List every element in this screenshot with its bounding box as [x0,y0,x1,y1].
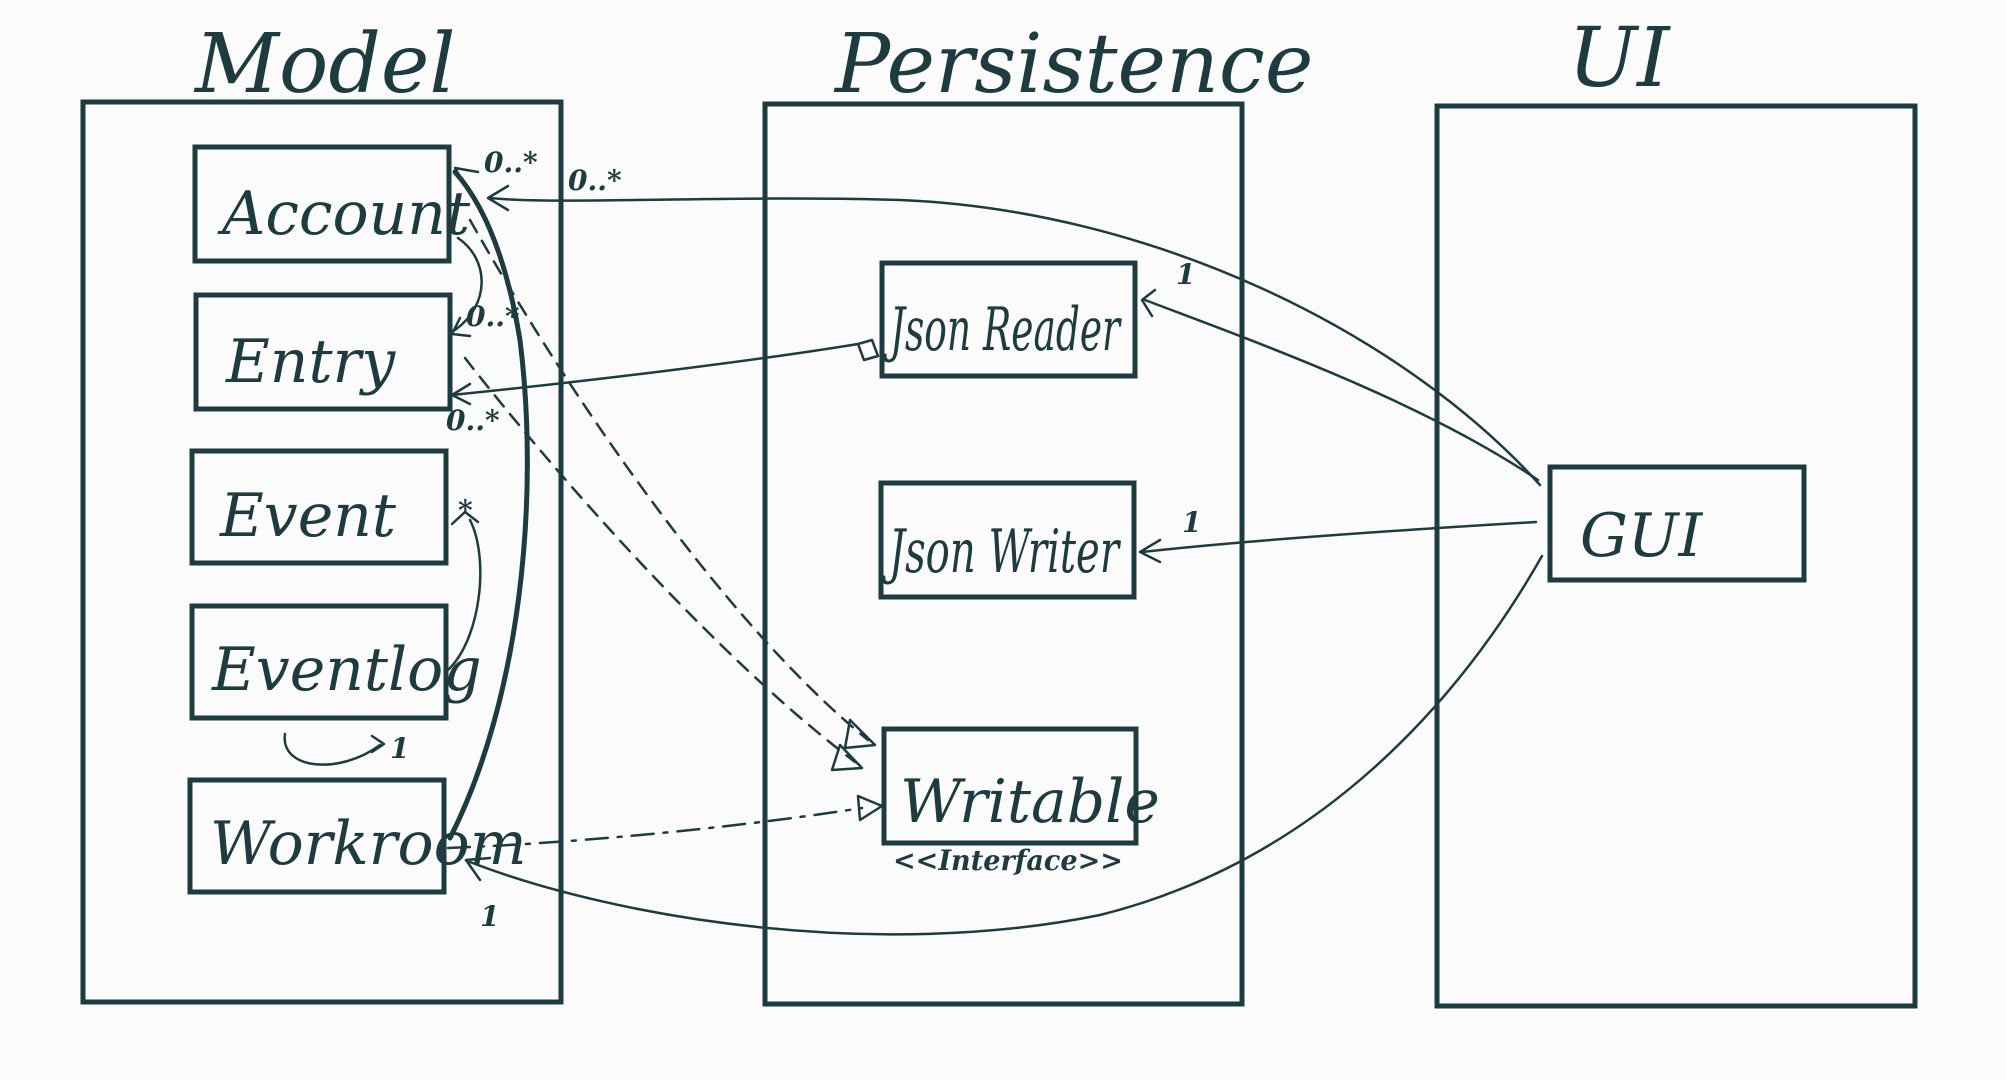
account-class: Account [192,144,471,264]
gui-class: GUI [1547,464,1807,583]
eventlog-class: Eventlog [189,603,482,721]
gui-jsonreader-association [1140,288,1540,482]
gui-workroom-association [464,554,1544,936]
account-workroom-multiplicity: 0..* [484,146,538,179]
eventlog-event-association [446,510,482,672]
writable-interface: Writable <<Interface>> [881,726,1160,877]
svg-text:Eventlog: Eventlog [211,635,482,705]
jsonreader-gui-multiplicity: 1 [1176,258,1195,291]
svg-text:Event: Event [219,481,397,551]
eventlog-self-association [283,732,386,766]
model-package-frame [80,99,564,1005]
svg-text:Json Writer: Json Writer [882,517,1122,587]
svg-text:Entry: Entry [225,327,396,397]
svg-text:Writable: Writable [900,767,1160,837]
svg-text:GUI: GUI [1580,501,1703,571]
jsonwriter-class: Json Writer [878,480,1137,600]
workroom-class: Workroom [187,777,527,895]
workroom-writable-realization [446,794,884,850]
entry-writable-realization [463,356,864,772]
workroom-gui-multiplicity: 1 [480,900,499,933]
jsonwriter-gui-multiplicity: 1 [1182,506,1201,539]
entry-workroom-multiplicity: 0..* [446,404,500,437]
persistence-package-frame [762,101,1245,1007]
gui-jsonwriter-association [1138,520,1538,564]
gui-account-association [486,184,1542,487]
jsonreader-class: Json Reader [879,260,1138,379]
entry-account-multiplicity: 0..* [466,300,520,333]
persistence-package-title: Persistence [833,17,1313,112]
svg-text:Json Reader: Json Reader [883,295,1122,365]
interface-stereotype: <<Interface>> [893,844,1123,877]
eventlog-self-multiplicity: 1 [390,732,409,765]
entry-account-association [450,236,483,338]
model-package-title: Model [193,17,456,112]
event-class: Event [189,448,449,566]
jsonreader-entry-association [450,338,880,406]
event-eventlog-multiplicity: * [458,494,473,527]
svg-text:Workroom: Workroom [210,809,527,879]
svg-text:Account: Account [217,179,471,249]
entry-class: Entry [193,292,453,412]
workroom-account-association [447,166,530,841]
ui-package-frame [1434,103,1918,1009]
account-gui-multiplicity: 0..* [568,164,622,197]
ui-package-title: UI [1568,11,1671,106]
account-writable-realization [468,218,877,750]
